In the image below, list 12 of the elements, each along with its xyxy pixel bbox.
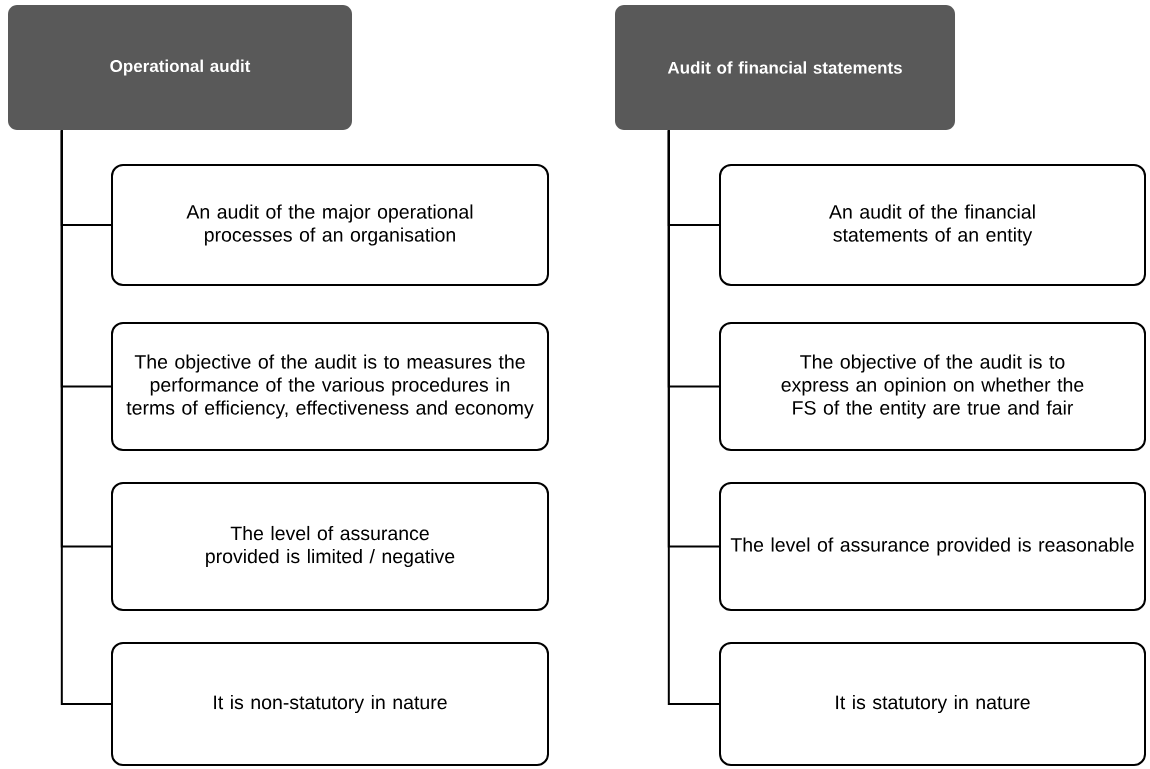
text-box: The objective of the audit is to express an opinion on whether the FS of the entity are true and fair	[719, 322, 1146, 451]
header-box: Operational audit	[8, 5, 352, 130]
text-box: The objective of the audit is to measures the performance of the various procedures in terms of efficiency, effectiveness and economy	[111, 322, 549, 451]
connector-line	[667, 129, 720, 705]
text-box: The level of assurance provided is limited / negative	[111, 482, 549, 611]
text-box: The level of assurance provided is reasonable	[719, 482, 1146, 611]
text-box: An audit of the major operational processes of an organisation	[111, 164, 549, 286]
text-box: It is statutory in nature	[719, 642, 1146, 766]
text-box: An audit of the financial statements of an entity	[719, 164, 1146, 286]
connector-line	[60, 129, 112, 705]
header-box: Audit of financial statements	[615, 5, 955, 130]
text-box: It is non-statutory in nature	[111, 642, 549, 766]
